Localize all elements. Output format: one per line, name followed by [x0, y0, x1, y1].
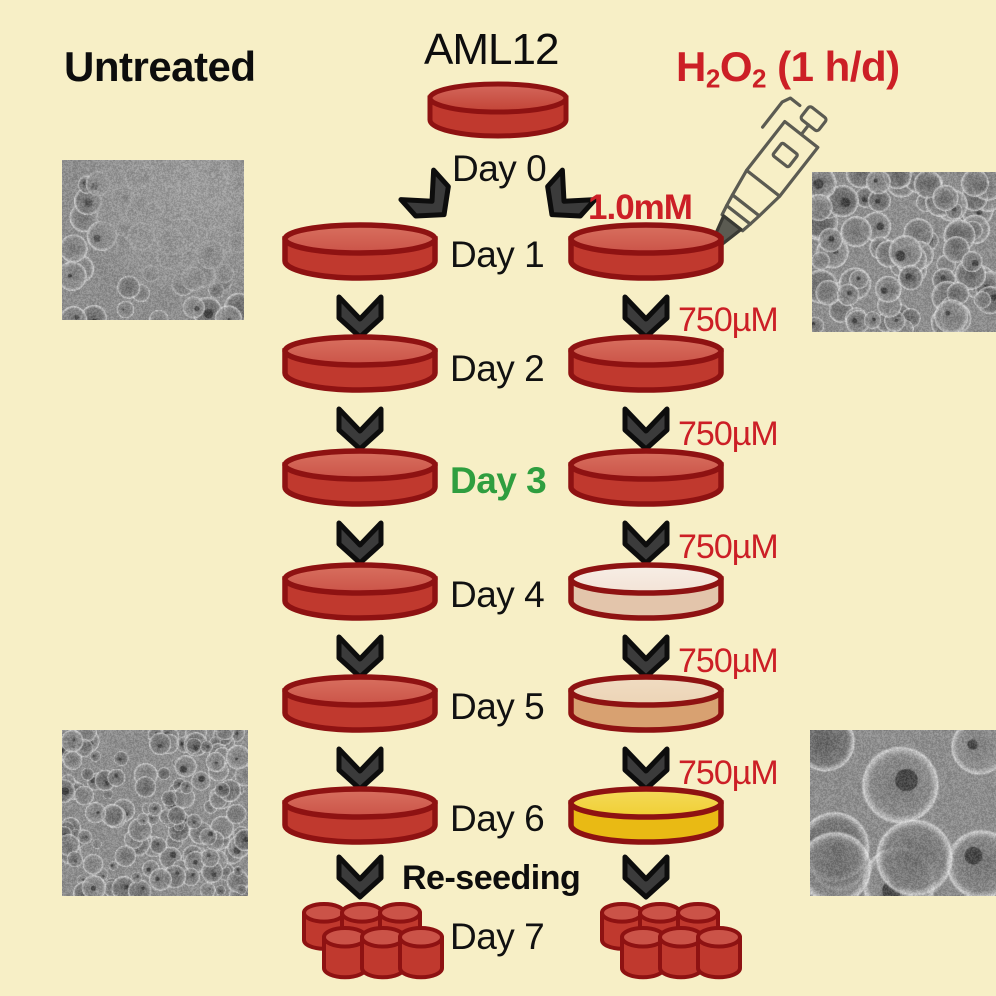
h2o2-prefix: H [676, 43, 706, 90]
chevron-day4-to-day5-left-icon [334, 632, 386, 680]
label-day7: Day 7 [450, 916, 545, 957]
dish-day5-left [280, 674, 440, 733]
micrograph-top-right [812, 172, 996, 332]
conc-day1: 1.0mM [588, 188, 693, 227]
dish-day6-right [566, 786, 726, 845]
conc-day4: 750µM [678, 528, 779, 566]
dish-day3-right [566, 448, 726, 507]
conc-day6: 750µM [678, 754, 779, 792]
dish-day3-left [280, 448, 440, 507]
chevron-day3-to-day4-right-icon [620, 518, 672, 566]
chevron-day2-to-day3-right-icon [620, 404, 672, 452]
label-day2: Day 2 [450, 348, 545, 389]
chevron-day6-to-day7-right-icon [620, 852, 672, 900]
conc-day5: 750µM [678, 642, 779, 680]
label-day5: Day 5 [450, 686, 545, 727]
conc-day2: 750µM [678, 301, 779, 339]
dish-day0-center [424, 81, 572, 139]
conc-day3: 750µM [678, 415, 779, 453]
h2o2-sub-1: 2 [705, 63, 720, 94]
chevron-split-right-icon [531, 165, 600, 234]
micrograph-top-left [62, 160, 244, 320]
label-day6: Day 6 [450, 798, 545, 839]
dish-day4-left [280, 562, 440, 621]
label-reseeding: Re-seeding [402, 859, 581, 897]
chevron-day1-to-day2-right-icon [620, 292, 672, 340]
dish-day2-right [566, 334, 726, 393]
h2o2-sub-2: 2 [752, 63, 766, 94]
chevron-day4-to-day5-right-icon [620, 632, 672, 680]
h2o2-suffix: (1 h/d) [765, 43, 900, 90]
dish-day4-right [566, 562, 726, 621]
dish-day2-left [280, 334, 440, 393]
label-day4: Day 4 [450, 574, 545, 615]
label-day0: Day 0 [452, 148, 547, 189]
chevron-day5-to-day6-left-icon [334, 744, 386, 792]
chevron-day3-to-day4-left-icon [334, 518, 386, 566]
micrograph-bottom-right [810, 730, 996, 896]
label-day3: Day 3 [450, 460, 547, 501]
micropipette-icon [676, 88, 856, 268]
header-h2o2: H2O2 (1 h/d) [676, 46, 900, 92]
chevron-split-left-icon [395, 165, 464, 234]
chevron-day5-to-day6-right-icon [620, 744, 672, 792]
chevron-day1-to-day2-left-icon [334, 292, 386, 340]
dish-day1-right [566, 222, 726, 281]
dish-day1-left [280, 222, 440, 281]
dish-day6-left [280, 786, 440, 845]
micrograph-bottom-left [62, 730, 248, 896]
well-cluster-day7-left [300, 900, 450, 980]
chevron-day6-to-day7-left-icon [334, 852, 386, 900]
header-untreated: Untreated [64, 43, 256, 90]
dish-day5-right [566, 674, 726, 733]
h2o2-mid: O [719, 43, 753, 90]
header-cell-line: AML12 [424, 25, 559, 74]
label-day1: Day 1 [450, 234, 545, 275]
chevron-day2-to-day3-left-icon [334, 404, 386, 452]
well-cluster-day7-right [598, 900, 748, 980]
